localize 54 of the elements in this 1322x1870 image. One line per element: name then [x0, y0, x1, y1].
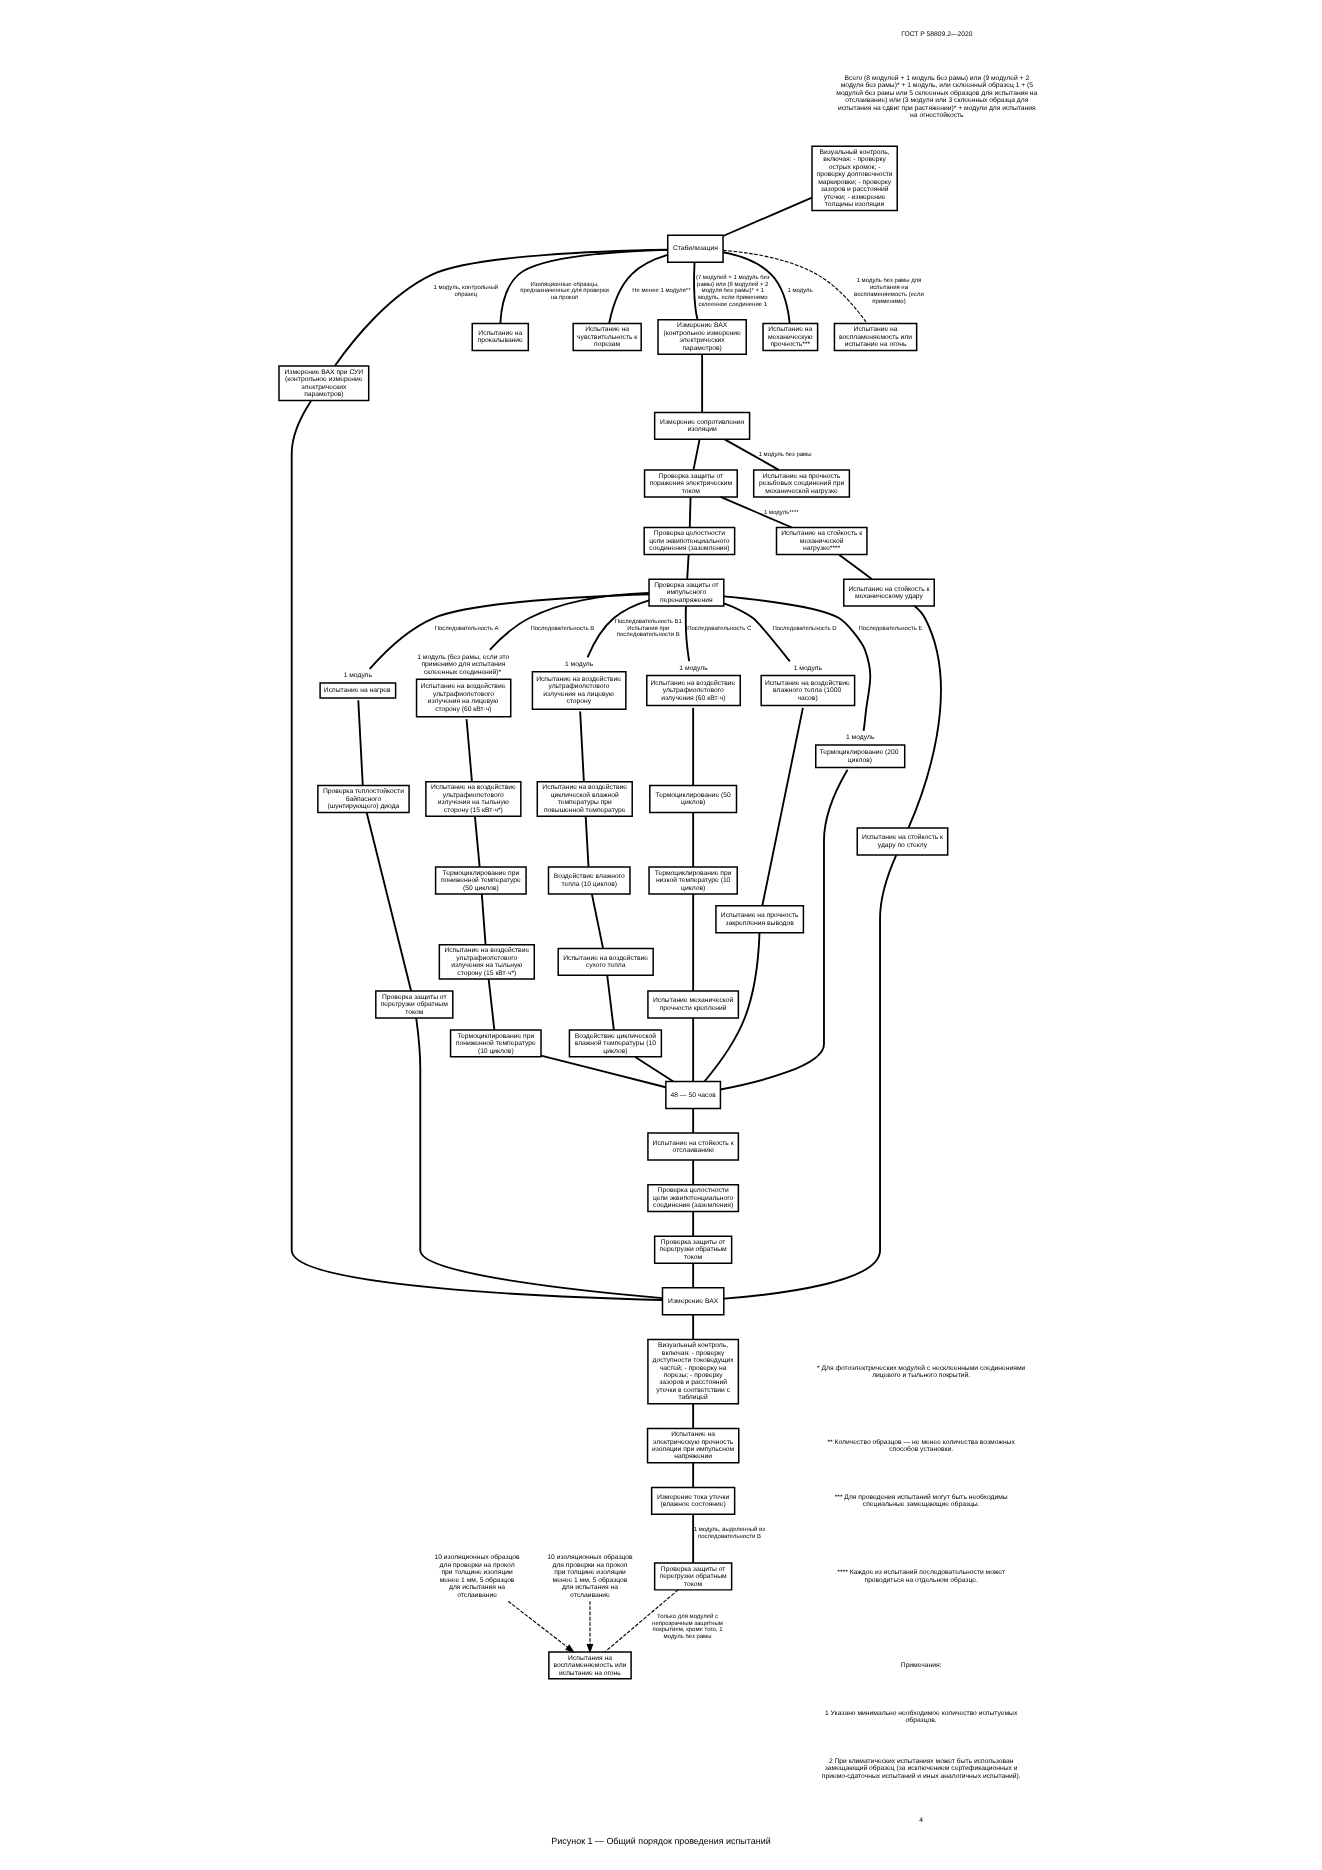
connector — [722, 251, 791, 325]
connector — [487, 978, 496, 1031]
connector — [692, 706, 695, 787]
connector — [579, 710, 585, 783]
connector — [584, 815, 590, 868]
connector — [693, 261, 699, 321]
connector — [719, 768, 849, 1091]
arrow — [586, 1600, 594, 1654]
connector — [692, 1462, 695, 1489]
connector — [590, 893, 604, 950]
connector — [465, 718, 473, 783]
connector — [703, 931, 761, 1083]
connector — [723, 595, 872, 732]
connector — [907, 605, 942, 829]
connector — [688, 496, 692, 529]
connector — [722, 854, 898, 1300]
connector — [692, 1262, 695, 1289]
connector — [692, 438, 701, 471]
connector — [540, 1054, 667, 1089]
connector — [357, 699, 364, 787]
connector — [499, 248, 669, 325]
connector — [473, 815, 481, 868]
connector — [722, 249, 868, 324]
connector — [290, 399, 664, 1301]
connector — [722, 196, 813, 237]
connector — [692, 1513, 695, 1564]
connector — [365, 811, 413, 992]
connector — [634, 1055, 675, 1083]
connector — [488, 591, 650, 651]
connector — [719, 496, 793, 529]
connector — [480, 893, 487, 946]
connector — [608, 254, 669, 325]
connector — [692, 1017, 695, 1083]
connector — [368, 593, 650, 670]
connector — [684, 605, 691, 663]
connector — [692, 1107, 695, 1134]
connector — [606, 974, 615, 1031]
connector — [686, 553, 690, 580]
connector — [692, 1210, 695, 1237]
connector — [692, 1159, 695, 1186]
connector — [333, 248, 669, 367]
connector — [723, 602, 791, 663]
connector — [692, 811, 695, 868]
connector — [838, 553, 873, 580]
connector — [604, 1589, 679, 1653]
connector — [692, 1403, 695, 1430]
connector — [692, 893, 695, 992]
connector — [723, 438, 780, 471]
connector — [415, 1017, 664, 1300]
connector — [701, 353, 704, 414]
arrow — [507, 1600, 575, 1653]
connector — [692, 1314, 695, 1341]
connector — [586, 599, 650, 659]
connector — [761, 706, 804, 907]
